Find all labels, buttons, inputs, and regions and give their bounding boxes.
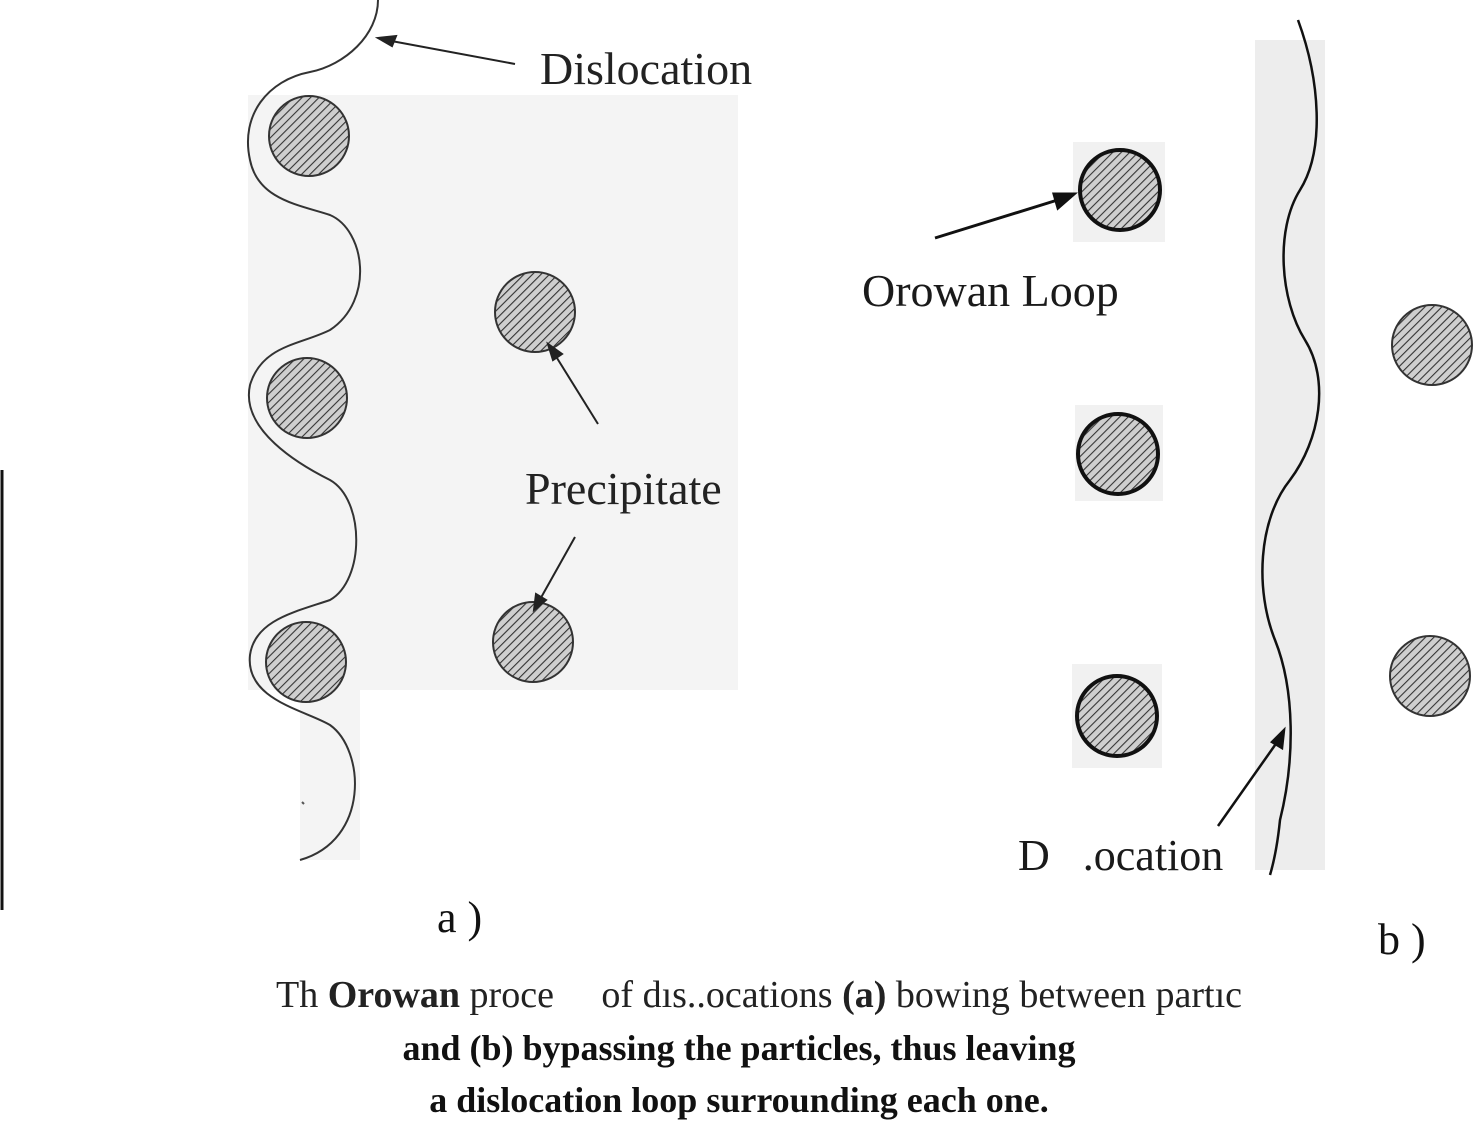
arrow-to-dislocation-a bbox=[374, 34, 516, 65]
precipitate-particle bbox=[265, 621, 347, 703]
caption-line-3: a dislocation loop surrounding each one. bbox=[429, 1080, 1049, 1120]
dislocation-line-b bbox=[1261, 19, 1321, 876]
precipitate-particle bbox=[494, 271, 576, 353]
arrow-to-precipitate-upper bbox=[546, 341, 599, 425]
caption-line-1-mid: proce of dıs..ocations bbox=[460, 974, 843, 1016]
caption-line-1-orowan: Orowan bbox=[327, 974, 461, 1016]
precipitate-particle bbox=[266, 357, 348, 439]
precipitate-particle bbox=[1389, 635, 1471, 717]
label-orowan-loop: Orowan Loop bbox=[862, 265, 1119, 316]
label-dislocation-a: Dislocation bbox=[540, 43, 753, 94]
label-dislocation-b: D .ocation bbox=[1018, 831, 1224, 880]
label-precipitate: Precipitate bbox=[525, 463, 722, 514]
arrow-to-dislocation-b bbox=[1216, 726, 1286, 827]
caption-line-1-end: bowing between partıc bbox=[886, 974, 1242, 1016]
precipitate-particle bbox=[268, 95, 350, 177]
precipitate-particle bbox=[492, 601, 574, 683]
stray-mark bbox=[301, 801, 305, 805]
caption-line-1-start: Th bbox=[276, 974, 328, 1016]
panel-a-background-lower bbox=[300, 690, 360, 860]
panel-label-b: b ) bbox=[1378, 915, 1426, 964]
orowan-loop-particle bbox=[1075, 674, 1159, 758]
panel-label-a: a ) bbox=[437, 893, 483, 942]
caption-line-1: Th Orowan proce of dıs..ocations (a) bow… bbox=[0, 976, 1478, 1014]
arrow-to-precipitate-lower bbox=[532, 536, 576, 613]
caption-line-2: and (b) bypassing the particles, thus le… bbox=[402, 1028, 1076, 1068]
caption-line-1-a: (a) bbox=[842, 974, 887, 1016]
dislocation-line-a bbox=[247, 0, 379, 861]
precipitate-particle bbox=[1391, 304, 1473, 386]
orowan-loop-particle bbox=[1076, 412, 1160, 496]
orowan-loop-particle bbox=[1078, 148, 1162, 232]
arrow-to-orowan-loop bbox=[934, 192, 1078, 240]
